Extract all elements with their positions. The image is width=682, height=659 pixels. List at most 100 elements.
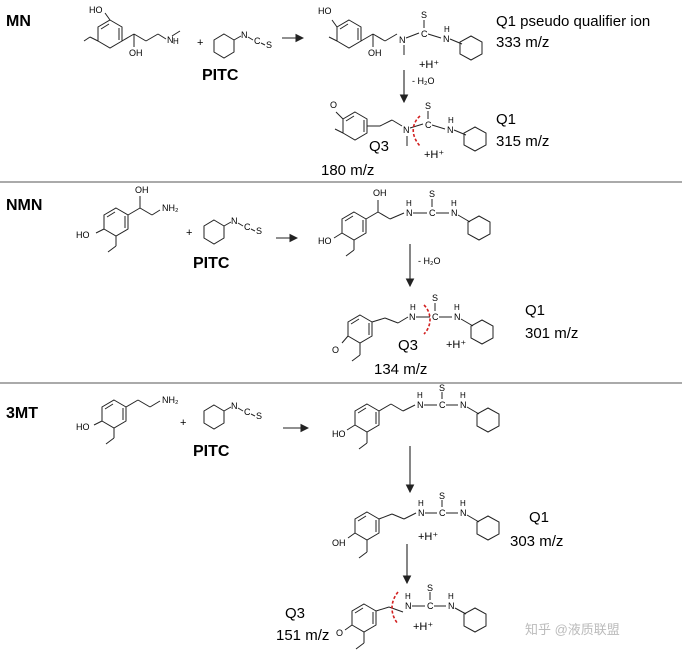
cleavage-line xyxy=(423,304,431,335)
q1-parent-mz: 333 m/z xyxy=(496,34,549,51)
mn-reactant-structure: HO OH N H xyxy=(83,5,181,58)
nmn-product-structure: HO OH N H C S N H xyxy=(318,188,491,257)
charge-label: +H⁺ xyxy=(446,339,466,351)
pitc-structure: N C S xyxy=(203,216,262,245)
atom-n: N xyxy=(399,35,406,45)
step-label: - H₂O xyxy=(412,76,435,86)
atom-h: H xyxy=(451,199,457,208)
atom-h: H xyxy=(410,303,416,312)
q1-mz: 301 m/z xyxy=(525,325,578,342)
atom-n: N xyxy=(460,400,467,410)
q1-label: Q1 xyxy=(496,111,516,128)
3mt-q3-structure: O N H C S N H xyxy=(336,583,487,650)
atom-s: S xyxy=(439,491,445,501)
pitc-structure: N C S xyxy=(213,30,272,59)
atom-h: H xyxy=(173,37,179,46)
atom-oh: OH xyxy=(368,48,382,58)
atom-oh: OH xyxy=(129,48,143,58)
q3-mz: 134 m/z xyxy=(374,361,427,378)
atom-n: N xyxy=(409,312,416,322)
q3-mz: 151 m/z xyxy=(276,627,329,644)
atom-n: N xyxy=(403,125,410,135)
q1-note: Q1 pseudo qualifier ion xyxy=(496,13,650,30)
atom-ho: HO xyxy=(76,422,90,432)
atom-h: H xyxy=(448,116,454,125)
atom-nh2: NH₂ xyxy=(162,203,179,213)
atom-c: C xyxy=(244,222,251,232)
atom-n: N xyxy=(448,601,455,611)
atom-oh: OH xyxy=(135,185,149,195)
section-title-3mt: 3MT xyxy=(6,405,38,422)
cleavage-line xyxy=(412,115,421,147)
watermark-text: 知乎 @液质联盟 xyxy=(525,622,620,637)
atom-ho: HO xyxy=(89,5,103,15)
plus-sign: + xyxy=(180,417,186,429)
reagent-label-3mt: PITC xyxy=(193,443,230,460)
pitc-structure: N C S xyxy=(203,401,262,430)
3mt-product-structure: HO N H C S N H xyxy=(332,383,500,450)
section-title-nmn: NMN xyxy=(6,197,42,214)
atom-s: S xyxy=(429,189,435,199)
atom-o: O xyxy=(330,100,337,110)
q3-label: Q3 xyxy=(398,337,418,354)
atom-c: C xyxy=(439,508,446,518)
plus-sign: + xyxy=(186,227,192,239)
atom-h: H xyxy=(417,391,423,400)
atom-h: H xyxy=(406,199,412,208)
atom-c: C xyxy=(432,312,439,322)
atom-c: C xyxy=(421,29,428,39)
atom-s: S xyxy=(432,293,438,303)
atom-s: S xyxy=(427,583,433,593)
q1-label: Q1 xyxy=(525,302,545,319)
atom-s: S xyxy=(439,383,445,393)
atom-h: H xyxy=(454,303,460,312)
atom-s: S xyxy=(425,101,431,111)
q1-mz: 303 m/z xyxy=(510,533,563,550)
atom-c: C xyxy=(254,36,261,46)
atom-o: O xyxy=(332,345,339,355)
atom-n: N xyxy=(447,125,454,135)
nmn-q1-structure: O N H C S N H xyxy=(332,293,494,362)
atom-c: C xyxy=(427,601,434,611)
atom-n: N xyxy=(405,601,412,611)
atom-n: N xyxy=(231,401,238,411)
atom-nh2: NH₂ xyxy=(162,395,179,405)
atom-c: C xyxy=(244,407,251,417)
reagent-label-mn: PITC xyxy=(202,67,239,84)
cleavage-line xyxy=(391,591,399,625)
q3-label: Q3 xyxy=(369,138,389,155)
atom-o: O xyxy=(336,628,343,638)
atom-n: N xyxy=(231,216,238,226)
atom-h: H xyxy=(405,592,411,601)
atom-n: N xyxy=(460,508,467,518)
atom-n: N xyxy=(417,400,424,410)
atom-nh: N xyxy=(167,35,174,45)
atom-c: C xyxy=(425,120,432,130)
atom-s: S xyxy=(256,411,262,421)
charge-label: +H⁺ xyxy=(413,621,433,633)
3mt-reactant-structure: HO NH₂ xyxy=(76,395,179,445)
section-mn: MN HO OH N H + N C xyxy=(6,5,650,179)
plus-sign: + xyxy=(197,37,203,49)
atom-n: N xyxy=(454,312,461,322)
atom-s: S xyxy=(256,226,262,236)
nmn-reactant-structure: HO OH NH₂ xyxy=(76,185,179,253)
atom-h: H xyxy=(444,25,450,34)
3mt-q1-structure: OH N H C S N H xyxy=(332,491,500,559)
q1-label: Q1 xyxy=(529,509,549,526)
section-title-mn: MN xyxy=(6,13,31,30)
atom-n: N xyxy=(443,34,450,44)
charge-label: +H⁺ xyxy=(424,149,444,161)
atom-s: S xyxy=(266,40,272,50)
atom-ho: HO xyxy=(318,236,332,246)
charge-label: +H⁺ xyxy=(418,531,438,543)
atom-n: N xyxy=(418,508,425,518)
atom-s: S xyxy=(421,10,427,20)
atom-c: C xyxy=(429,208,436,218)
atom-ho: HO xyxy=(332,429,346,439)
charge-label: +H⁺ xyxy=(419,59,439,71)
q3-mz: 180 m/z xyxy=(321,162,374,179)
atom-c: C xyxy=(439,400,446,410)
